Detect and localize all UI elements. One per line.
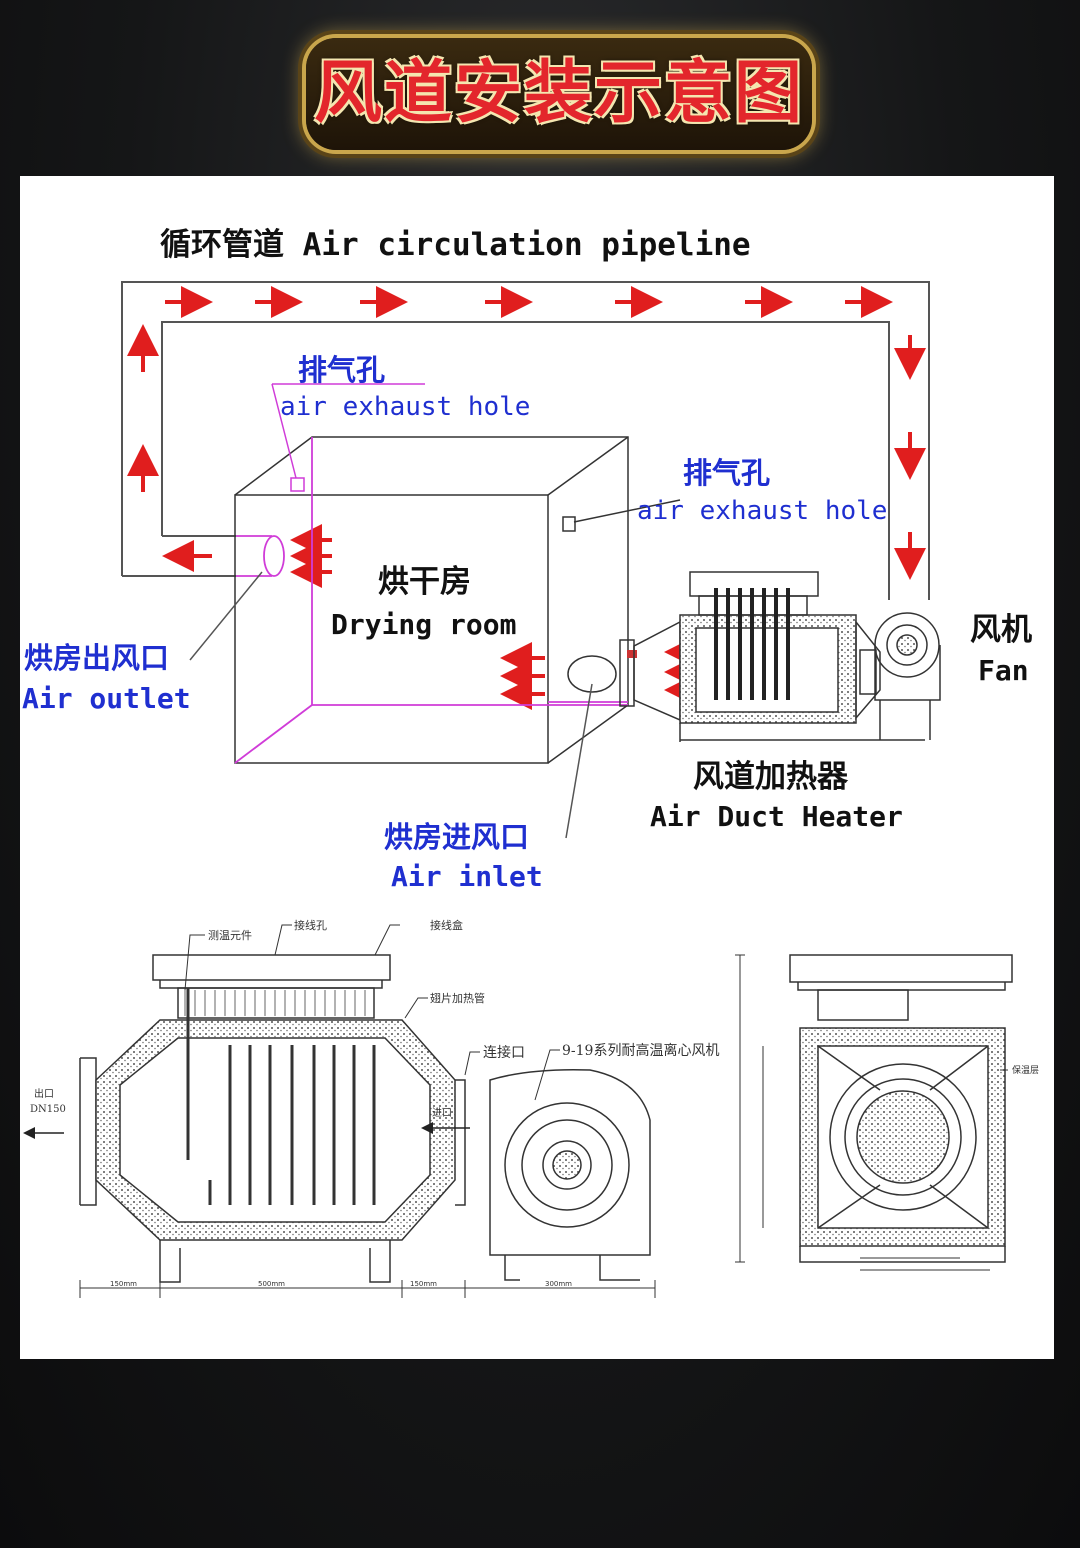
label-fan-series: 9-19系列耐高温离心风机 xyxy=(562,1042,719,1059)
dim-2: 500mm xyxy=(258,1280,285,1288)
exhaust-right-cn: 排气孔 xyxy=(683,456,770,490)
heater-en: Air Duct Heater xyxy=(650,800,903,833)
heater-front-view xyxy=(789,954,1013,1263)
fins-side xyxy=(184,990,366,1016)
dim-3: 150mm xyxy=(410,1280,437,1288)
exhaust-hole-top xyxy=(290,477,305,492)
centrifugal-fan-side xyxy=(489,1068,651,1281)
label-insulation: 保温层 xyxy=(1012,1064,1039,1076)
dimension-lines xyxy=(79,954,990,1298)
label-junction-box: 接线盒 xyxy=(430,918,463,932)
air-outlet-cn: 烘房出风口 xyxy=(24,641,169,675)
label-fin-heater: 翅片加热管 xyxy=(430,991,485,1005)
pipeline-label: 循环管道 Air circulation pipeline xyxy=(160,227,751,263)
circulation-pipeline xyxy=(121,281,930,600)
title-badge xyxy=(306,38,812,150)
drying-room-box xyxy=(234,436,629,764)
exhaust-hole-side xyxy=(562,516,576,532)
air-inlet-duct xyxy=(548,639,637,707)
dim-1: 150mm xyxy=(110,1280,137,1288)
drying-room-cn: 烘干房 xyxy=(378,564,471,600)
leader-lines xyxy=(189,383,681,839)
exhaust-left-en: air exhaust hole xyxy=(280,392,530,422)
heater-side-view xyxy=(79,954,466,1283)
drying-room-en: Drying room xyxy=(331,608,516,641)
heater-cn: 风道加热器 xyxy=(693,759,849,795)
flow-arrows xyxy=(127,286,926,710)
label-temp-element: 测温元件 xyxy=(208,929,252,942)
fan-en: Fan xyxy=(978,654,1029,687)
air-inlet-cn: 烘房进风口 xyxy=(384,820,529,854)
drying-room-hidden-edges xyxy=(234,437,628,764)
heater-elements-upper xyxy=(714,588,790,700)
page-title: 风道安装示意图 xyxy=(313,54,804,133)
fan-upper xyxy=(859,612,941,740)
label-inlet: 进口 xyxy=(432,1107,452,1119)
exhaust-left-cn: 排气孔 xyxy=(298,353,385,387)
drawing-leaders xyxy=(184,924,1008,1101)
heater-tubes-side xyxy=(186,988,376,1205)
air-outlet-en: Air outlet xyxy=(22,682,191,715)
air-outlet-duct xyxy=(236,535,285,577)
exhaust-right-en: air exhaust hole xyxy=(637,496,887,526)
label-connector: 连接口 xyxy=(483,1044,525,1061)
air-duct-heater-upper xyxy=(633,571,925,742)
label-outlet: 出口 xyxy=(34,1087,54,1100)
air-inlet-en: Air inlet xyxy=(391,860,543,893)
label-outlet-size: DN150 xyxy=(30,1104,66,1115)
label-wiring-hole: 接线孔 xyxy=(294,918,327,932)
fan-cn: 风机 xyxy=(970,612,1032,648)
dim-4: 300mm xyxy=(545,1280,572,1288)
